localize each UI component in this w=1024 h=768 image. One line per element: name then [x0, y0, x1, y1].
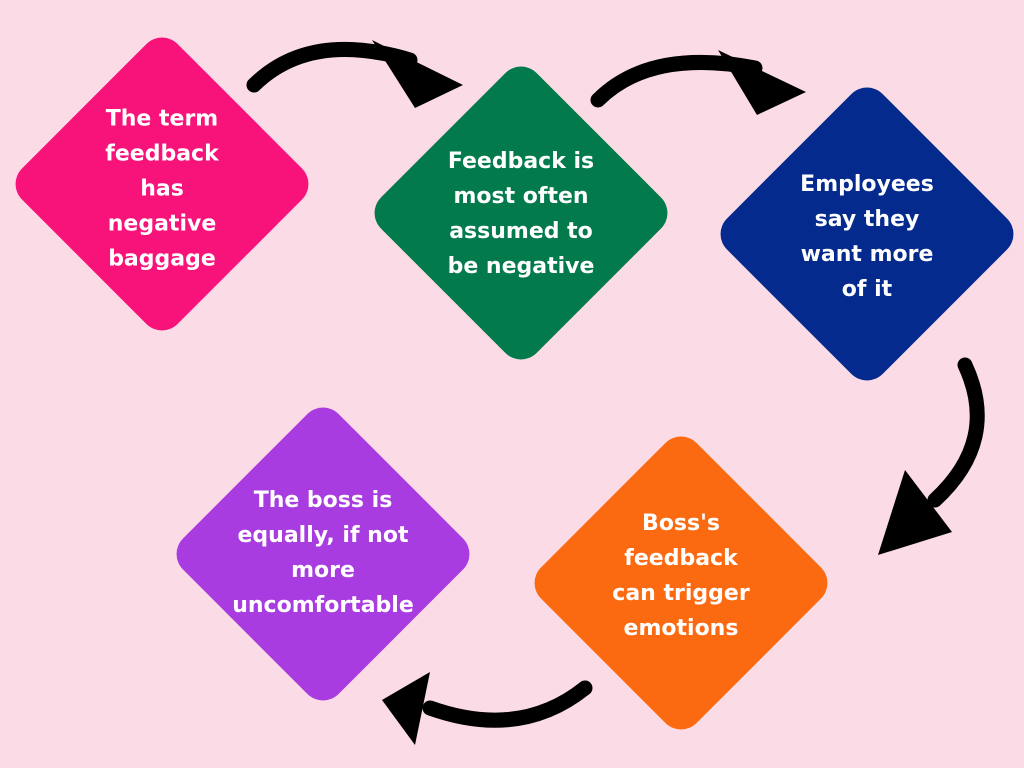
step-4-line-1: Boss's [642, 511, 720, 536]
step-2-text: Feedback is most often assumed to be neg… [421, 144, 621, 284]
arrow-2-to-3-head-icon [718, 50, 806, 115]
arrow-4-to-5-icon [422, 680, 593, 728]
step-5-line-1: The boss is [253, 488, 393, 513]
step-2-line-1: Feedback is [447, 149, 595, 174]
step-4-text: Boss's feedback can trigger emotions [581, 506, 781, 646]
step-1-line-1: The term [105, 106, 219, 132]
arrow-1-to-2-head-icon [372, 40, 463, 108]
step-1-line-2: feedback [105, 141, 219, 167]
step-1-line-5: baggage [108, 246, 216, 272]
step-5-text: The boss is equally, if not more uncomfo… [223, 483, 423, 623]
arrow-3-to-4-icon [927, 357, 985, 508]
step-5-line-2: equally, if not [237, 523, 409, 548]
arrow-4-to-5-head-icon [382, 672, 430, 745]
step-4-line-4: emotions [623, 616, 739, 641]
step-5-line-3: more [291, 558, 355, 583]
step-3-line-2: say they [814, 207, 920, 232]
step-3-line-3: want more [800, 242, 934, 267]
step-3-line-1: Employees [800, 172, 934, 197]
step-3-text: Employees say they want more of it [767, 167, 967, 307]
step-2-line-3: assumed to [449, 219, 593, 244]
step-4-line-3: can trigger [612, 581, 750, 606]
arrow-3-to-4-head-icon [878, 470, 952, 555]
step-4-line-2: feedback [624, 546, 738, 571]
step-2-line-4: be negative [447, 254, 595, 279]
step-2-line-2: most often [453, 184, 589, 209]
step-1-text: The term feedback has negative baggage [62, 102, 262, 277]
step-1-line-4: negative [107, 211, 217, 237]
step-5-line-4: uncomfortable [232, 593, 414, 618]
step-1-line-3: has [140, 176, 184, 202]
step-3-line-4: of it [841, 277, 893, 302]
